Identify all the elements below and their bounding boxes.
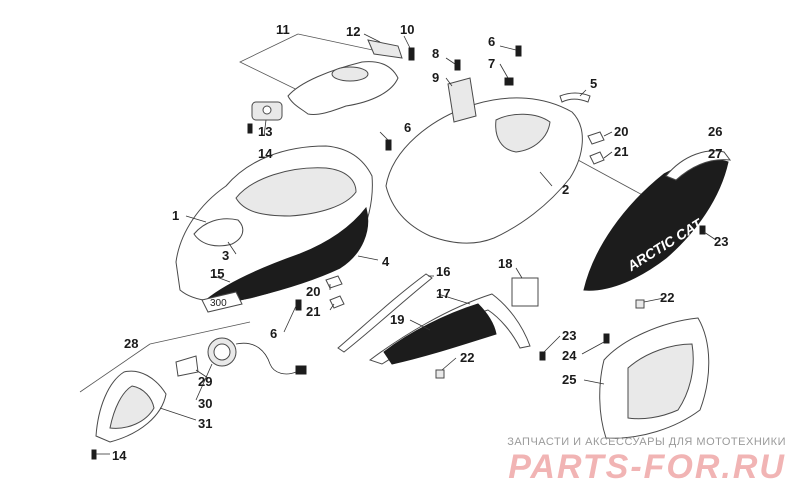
watermark: ЗАПЧАСТИ И АКСЕССУАРЫ ДЛЯ МОТОТЕХНИКИ PA…	[507, 436, 786, 484]
callout-4: 4	[382, 254, 390, 269]
watermark-subtitle: ЗАПЧАСТИ И АКСЕССУАРЫ ДЛЯ МОТОТЕХНИКИ	[507, 436, 786, 448]
callout-20b: 20	[306, 284, 320, 299]
cover-plate-12	[367, 39, 403, 59]
screw-14b	[91, 449, 97, 460]
front-fender-badge	[201, 291, 243, 313]
callout-22b: 22	[460, 350, 474, 365]
mudguard-inner	[627, 343, 694, 420]
callout-20a: 20	[614, 124, 628, 139]
callout-23b: 23	[562, 328, 576, 343]
bolt-8	[454, 59, 461, 71]
callout-6c: 6	[270, 326, 277, 341]
callout-2: 2	[562, 182, 569, 197]
callout-11: 11	[276, 22, 290, 37]
callout-14a: 14	[258, 146, 273, 161]
group-bracket-28	[79, 343, 151, 393]
socket-30-inner	[213, 343, 231, 361]
callout-31: 31	[198, 416, 212, 431]
nut-7	[504, 77, 514, 86]
screw-14a	[247, 123, 253, 134]
callout-21a: 21	[614, 144, 628, 159]
callout-9: 9	[432, 70, 439, 85]
front-fender-decal	[204, 206, 369, 305]
bolt-6c	[295, 299, 302, 311]
callout-26: 26	[708, 124, 722, 139]
rear-body-storage	[495, 113, 551, 153]
tank-cover-opening	[331, 66, 369, 82]
group-bracket-11b	[297, 33, 383, 53]
clip-22a	[635, 299, 645, 309]
callout-25: 25	[562, 372, 576, 387]
callout-8: 8	[432, 46, 439, 61]
harness-connector	[295, 365, 307, 375]
callout-7: 7	[488, 56, 495, 71]
side-panel-27	[583, 158, 729, 291]
bolt-6b	[385, 139, 392, 151]
callout-30: 30	[198, 396, 212, 411]
clip-20a	[587, 131, 605, 145]
bolt-10	[408, 47, 415, 61]
callout-22a: 22	[660, 290, 674, 305]
group-bracket-side	[577, 159, 649, 199]
leader-lines	[96, 33, 717, 455]
callout-24: 24	[562, 348, 577, 363]
headlight-lens	[109, 385, 155, 429]
callout-28: 28	[124, 336, 138, 351]
switch-hole	[262, 105, 272, 115]
bolt-6a	[515, 45, 522, 57]
screw-24	[603, 333, 610, 344]
rear-body	[385, 97, 583, 244]
group-bracket-28b	[149, 321, 251, 345]
clip-22b	[435, 369, 445, 379]
fender-decal-19	[383, 303, 497, 365]
callout-5: 5	[590, 76, 597, 91]
front-hood-opening	[235, 167, 357, 217]
trim-16	[337, 273, 433, 353]
callout-12: 12	[346, 24, 360, 39]
callout-13: 13	[258, 124, 272, 139]
callout-1: 1	[172, 208, 179, 223]
bracket-9	[447, 77, 477, 123]
bulb-29	[175, 355, 199, 377]
callout-3: 3	[222, 248, 229, 263]
screw-23b	[539, 351, 546, 361]
callout-10: 10	[400, 22, 414, 37]
callout-14b: 14	[112, 448, 127, 463]
clip-21a	[589, 151, 605, 165]
callout-6b: 6	[404, 120, 411, 135]
group-bracket-11	[239, 33, 319, 101]
callout-29: 29	[198, 374, 212, 389]
callout-23a: 23	[714, 234, 728, 249]
callout-labels: 1 2 3 4 5 6 6 6 7 8 9 10 11 12 13 14 14 …	[112, 22, 728, 463]
headlight-bezel-3	[193, 218, 244, 247]
callout-16: 16	[436, 264, 450, 279]
screw-23a	[699, 225, 706, 235]
harness-wire	[235, 342, 297, 375]
callout-6a: 6	[488, 34, 495, 49]
decal-18	[511, 277, 539, 307]
fender-badge-text: 300	[210, 298, 227, 309]
callout-27: 27	[708, 146, 722, 161]
callout-18: 18	[498, 256, 512, 271]
watermark-brand-logo: PARTS-FOR.RU	[508, 448, 786, 486]
clip-20b	[325, 275, 343, 289]
callout-19: 19	[390, 312, 404, 327]
callout-15: 15	[210, 266, 224, 281]
callout-21b: 21	[306, 304, 320, 319]
side-panel-26	[665, 150, 732, 181]
trim-strip-5	[559, 92, 591, 103]
callout-17: 17	[436, 286, 450, 301]
